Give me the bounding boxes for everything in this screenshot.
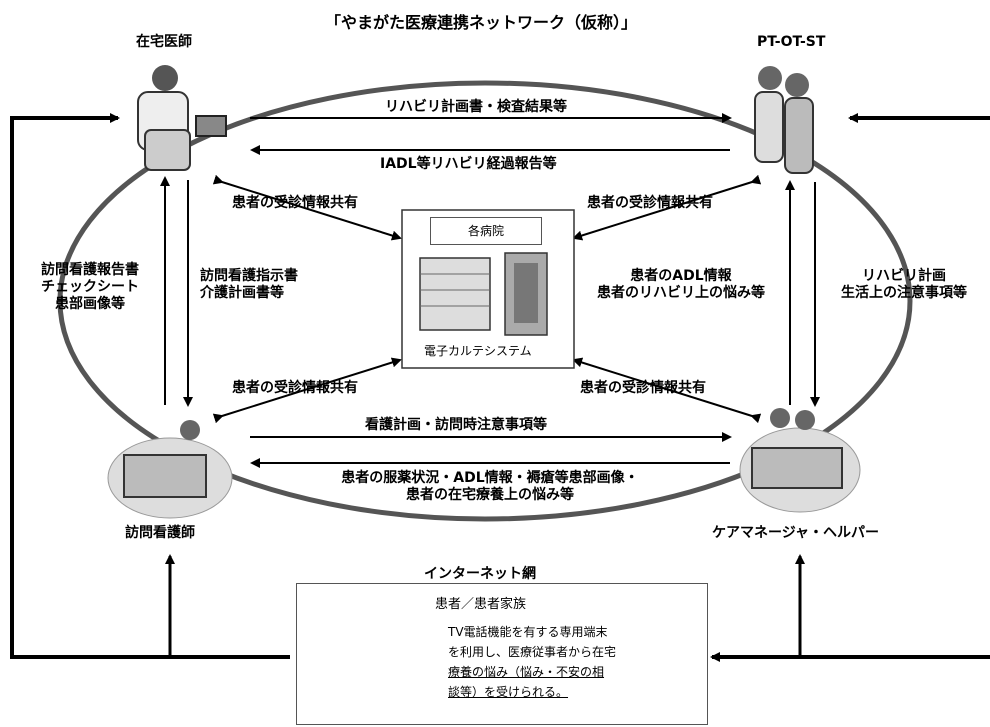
node-label-doctor: 在宅医師 xyxy=(136,34,192,50)
node-label-therapist: PT-OT-ST xyxy=(757,34,826,50)
arrow-label-top-right: リハビリ計画書・検査結果等 xyxy=(385,99,567,115)
internet-subtitle: 患者／患者家族 xyxy=(435,597,527,612)
network-ellipse xyxy=(57,80,913,522)
arrow-label-left-up: 訪問看護報告書 チェックシート 患部画像等 xyxy=(41,262,139,312)
arrow-therapist-hospital xyxy=(572,174,762,241)
hospital-label: 各病院 xyxy=(430,217,542,245)
node-label-nurse: 訪問看護師 xyxy=(125,525,195,541)
arrow-label-share-tl: 患者の受診情報共有 xyxy=(232,195,358,211)
server-stack-icon xyxy=(419,257,491,331)
left-loop-line xyxy=(10,113,290,659)
ehr-label: 電子カルテシステム xyxy=(424,344,532,358)
arrow-label-share-br: 患者の受診情報共有 xyxy=(580,380,706,396)
nurse-illustration xyxy=(107,420,233,519)
arrow-label-share-tr: 患者の受診情報共有 xyxy=(587,195,713,211)
internet-description: TV電話機能を有する専用端末 を利用し、医療従事者から在宅 療養の悩み（悩み・不… xyxy=(448,625,617,699)
internet-box xyxy=(296,583,708,725)
arrow-label-bottom-right: 看護計画・訪問時注意事項等 xyxy=(365,417,547,433)
arrow-doctor-hospital xyxy=(212,174,402,241)
arrow-label-top-left: IADL等リハビリ経過報告等 xyxy=(380,156,557,172)
arrow-label-share-bl: 患者の受診情報共有 xyxy=(232,380,358,396)
diagram-title: 「やまがた医療連携ネットワーク（仮称）」 xyxy=(325,13,638,32)
doctor-illustration xyxy=(137,65,227,171)
arrow-label-right-center: 患者のADL情報 患者のリハビリ上の悩み等 xyxy=(597,268,765,301)
internet-label: インターネット網 xyxy=(424,566,536,582)
arrow-nurse-hospital xyxy=(212,357,402,424)
care-illustration xyxy=(739,408,861,513)
arrow-label-bottom-left: 患者の服薬状況・ADL情報・褥瘡等患部画像・ 患者の在宅療養上の悩み等 xyxy=(341,470,639,503)
arrow-care-hospital xyxy=(572,357,762,424)
therapist-illustration xyxy=(754,66,814,174)
arrow-label-right-side: リハビリ計画 生活上の注意事項等 xyxy=(841,268,967,301)
arrow-label-left-down: 訪問看護指示書 介護計画書等 xyxy=(200,268,298,301)
server-tower-icon xyxy=(504,252,548,336)
node-label-care: ケアマネージャ・ヘルパー xyxy=(712,525,880,541)
